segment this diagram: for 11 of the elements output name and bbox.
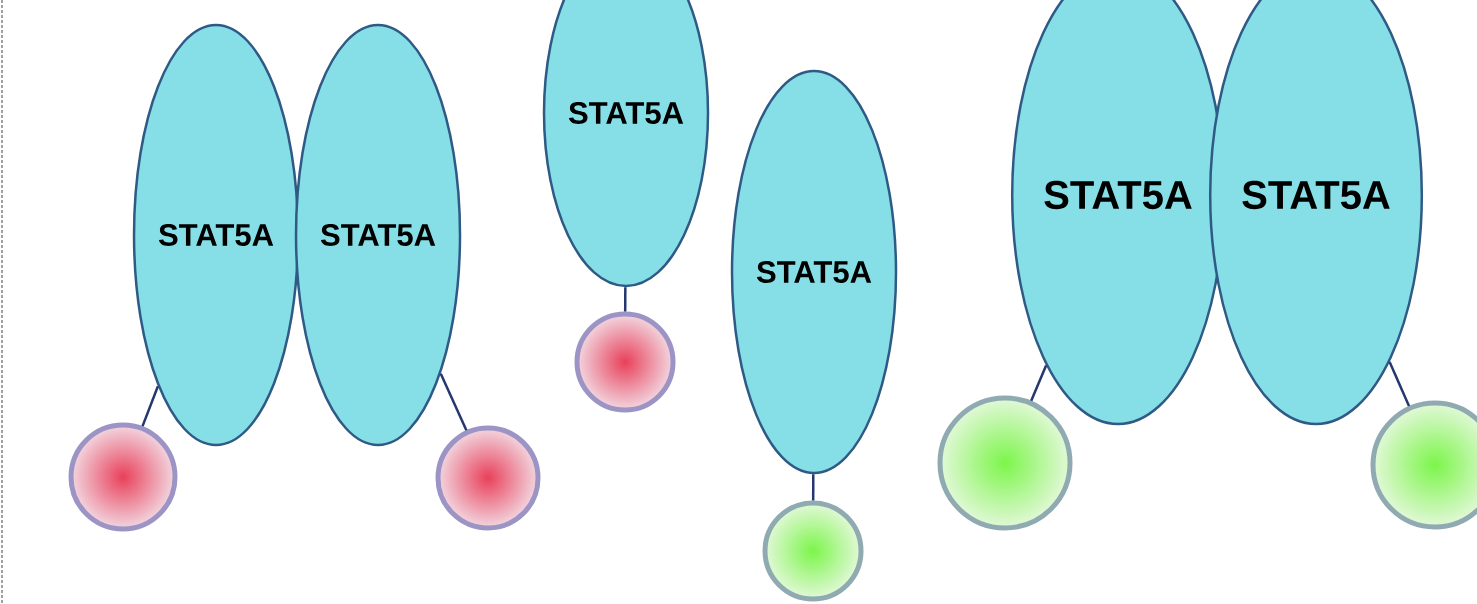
- phosphate-ball: [68, 422, 178, 532]
- linker-line: [439, 373, 468, 431]
- linker-line: [1388, 361, 1411, 407]
- linker-line: [623, 287, 627, 312]
- linker-line: [1030, 365, 1048, 402]
- phosphate-ball: [762, 500, 864, 602]
- phosphate-ball: [435, 425, 541, 531]
- linker-line: [811, 474, 815, 501]
- linker-line: [141, 385, 160, 427]
- phosphate-ball: [574, 311, 676, 413]
- phosphate-ball: [937, 395, 1073, 531]
